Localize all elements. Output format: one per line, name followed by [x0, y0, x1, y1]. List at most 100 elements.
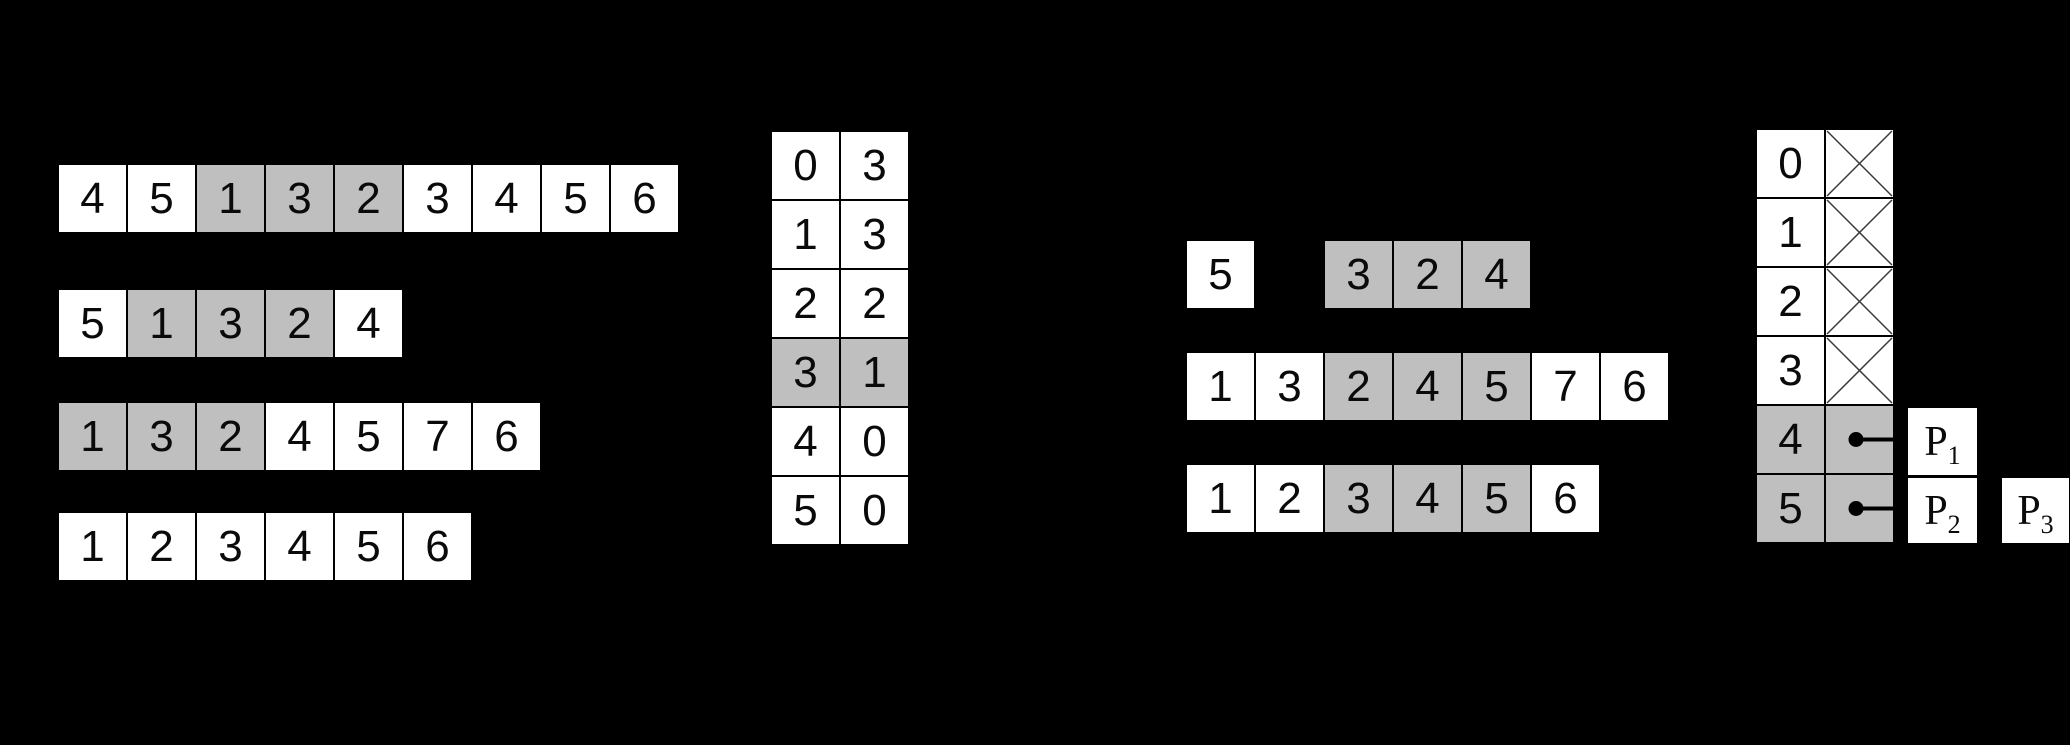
array-cell: 5 [335, 403, 402, 470]
array-cell: 3 [404, 165, 471, 232]
array-cell: 4 [335, 290, 402, 357]
array-cell: 3 [128, 403, 195, 470]
array-cell: 3 [1325, 465, 1392, 532]
x-mark-icon [1826, 130, 1893, 197]
array-cell: 3 [197, 290, 264, 357]
array-cell [1826, 199, 1893, 266]
array-cell: 0 [841, 408, 908, 475]
array-cell: 2 [841, 270, 908, 337]
array-cell: 7 [404, 403, 471, 470]
pointer-table-row: 4 [1757, 406, 1893, 473]
array-cell: 3 [1256, 353, 1323, 420]
array-cell: 0 [772, 132, 839, 199]
array-cell: 1 [197, 165, 264, 232]
array-cell [1826, 337, 1893, 404]
array-cell: 2 [197, 403, 264, 470]
pointer-table-row: 2 [1757, 268, 1893, 335]
array-cell: 1 [1757, 199, 1824, 266]
array-cell [1826, 130, 1893, 197]
pile-label-text: P3 [2017, 487, 2054, 539]
array-cell: 5 [335, 513, 402, 580]
array-cell: 6 [404, 513, 471, 580]
array-cell: 4 [59, 165, 126, 232]
pile-label-p2: P2 [1908, 478, 1977, 543]
array-cell: 5 [1463, 465, 1530, 532]
array-cell: 7 [1532, 353, 1599, 420]
array-cell: 3 [1325, 241, 1392, 308]
array-cell: 3 [266, 165, 333, 232]
pointer-dot-icon [1848, 432, 1893, 447]
array-cell: 5 [772, 477, 839, 544]
array-cell: 4 [473, 165, 540, 232]
array-cell: 3 [197, 513, 264, 580]
pile-label-p1: P1 [1908, 408, 1977, 475]
array-cell: 2 [1325, 353, 1392, 420]
array-cell: 0 [841, 477, 908, 544]
array-cell: 3 [772, 339, 839, 406]
array-cell: 2 [335, 165, 402, 232]
x-mark-icon [1826, 199, 1893, 266]
array-cell: 2 [266, 290, 333, 357]
array-cell: 3 [841, 132, 908, 199]
array-cell: 1 [1187, 353, 1254, 420]
array-cell: 4 [772, 408, 839, 475]
array-cell: 1 [841, 339, 908, 406]
pile-label-text: P1 [1924, 418, 1961, 470]
pointer-table-row: 1 [1757, 199, 1893, 266]
array-cell: 5 [128, 165, 195, 232]
array-cell: 6 [611, 165, 678, 232]
array-cell: 2 [1256, 465, 1323, 532]
array-cell: 1 [128, 290, 195, 357]
pile-label-p3: P3 [2002, 478, 2069, 543]
x-mark-icon [1826, 268, 1893, 335]
array-cell: 3 [1757, 337, 1824, 404]
array-cell: 1 [772, 201, 839, 268]
array-cell: 5 [1187, 241, 1254, 308]
array-cell: 6 [1601, 353, 1668, 420]
array-cell [1826, 268, 1893, 335]
array-cell: 1 [59, 403, 126, 470]
array-cell: 2 [128, 513, 195, 580]
array-cell: 5 [59, 290, 126, 357]
array-cell: 2 [1394, 241, 1461, 308]
array-cell: 2 [1757, 268, 1824, 335]
merge-row-single: 5 [1187, 241, 1254, 308]
array-cell: 4 [1394, 465, 1461, 532]
array-cell: 5 [542, 165, 609, 232]
pointer-dot-icon [1848, 501, 1893, 516]
array-cell: 5 [1463, 353, 1530, 420]
pointer-table-row: 0 [1757, 130, 1893, 197]
pile-label-text: P2 [1924, 487, 1961, 539]
x-mark-icon [1826, 337, 1893, 404]
array-cell: 3 [841, 201, 908, 268]
array-cell [1826, 406, 1893, 473]
array-cell: 6 [473, 403, 540, 470]
array-cell: 0 [1757, 130, 1824, 197]
array-cell: 6 [1532, 465, 1599, 532]
array-cell: 4 [266, 403, 333, 470]
array-cell: 4 [1757, 406, 1824, 473]
pointer-table-row: 5 [1757, 475, 1893, 542]
array-cell: 2 [772, 270, 839, 337]
array-cell: 5 [1757, 475, 1824, 542]
pointer-table-row: 3 [1757, 337, 1893, 404]
array-cell: 4 [266, 513, 333, 580]
array-cell: 4 [1394, 353, 1461, 420]
array-cell: 1 [1187, 465, 1254, 532]
array-cell: 1 [59, 513, 126, 580]
array-cell [1826, 475, 1893, 542]
